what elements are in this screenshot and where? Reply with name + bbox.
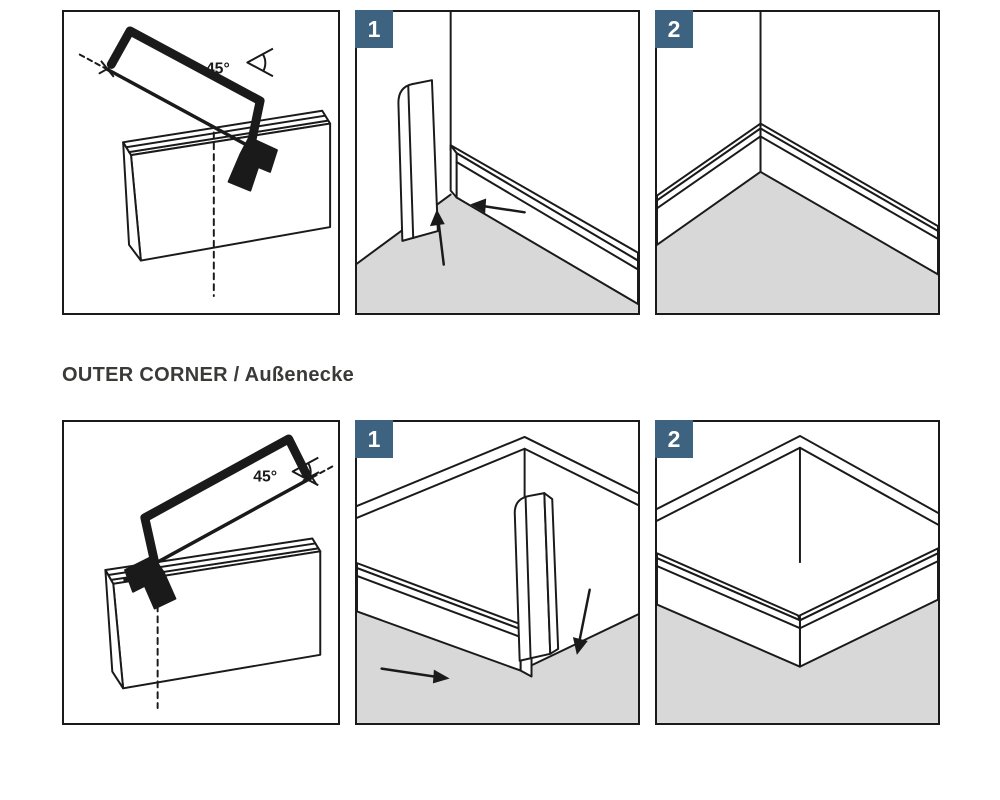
inner-cut-illustration: 45° (78, 26, 332, 298)
skirting-right-wall (759, 122, 938, 276)
step-badge: 1 (355, 420, 393, 458)
cut-plane-dashed (311, 464, 336, 479)
outer-cut-illustration: 45° (104, 434, 336, 710)
floor (657, 599, 938, 723)
angle-label: 45° (206, 60, 230, 77)
loose-skirting-board (513, 492, 560, 662)
panel-inner-corner-step1: 1 (355, 10, 640, 315)
outer-step1-illustration (357, 435, 638, 723)
panel-inner-corner-step2: 2 (655, 10, 940, 315)
panel-outer-corner-step2: 2 (655, 420, 940, 725)
skirting-right-wall (449, 144, 638, 305)
cut-plane-dashed (78, 53, 107, 70)
panel-inner-corner-cut: 45° (62, 10, 340, 315)
floor (357, 611, 638, 723)
step-badge: 1 (355, 10, 393, 48)
skirting-left-wall (357, 562, 533, 678)
arrow-left-icon (470, 198, 526, 214)
hacksaw-icon (123, 434, 320, 610)
floor (657, 171, 938, 313)
angle-45-icon (246, 47, 274, 78)
arrow-down-icon (572, 588, 591, 655)
wall-top-inner-edges (357, 447, 638, 519)
arrow-right-icon (380, 667, 450, 684)
section-heading-outer-corner: OUTER CORNER / Außenecke (62, 364, 355, 386)
loose-skirting-board (397, 79, 439, 242)
skirting-board (122, 109, 332, 262)
step-badge: 2 (655, 420, 693, 458)
panel-outer-corner-cut: 45° (62, 420, 340, 725)
wall-top-edges (657, 434, 938, 514)
wall-top-inner-edges (657, 446, 938, 526)
step-badge: 2 (655, 10, 693, 48)
angle-45-icon (291, 456, 319, 487)
inner-step2-illustration (657, 12, 938, 313)
panel-outer-corner-step1: 1 (355, 420, 640, 725)
angle-label: 45° (253, 468, 277, 485)
wall-top-edges (357, 435, 638, 507)
arrow-up-icon (429, 209, 445, 266)
hacksaw-icon (98, 26, 278, 192)
outer-step2-illustration (657, 434, 938, 723)
skirting-board (104, 537, 322, 690)
inner-step1-illustration (357, 12, 638, 313)
